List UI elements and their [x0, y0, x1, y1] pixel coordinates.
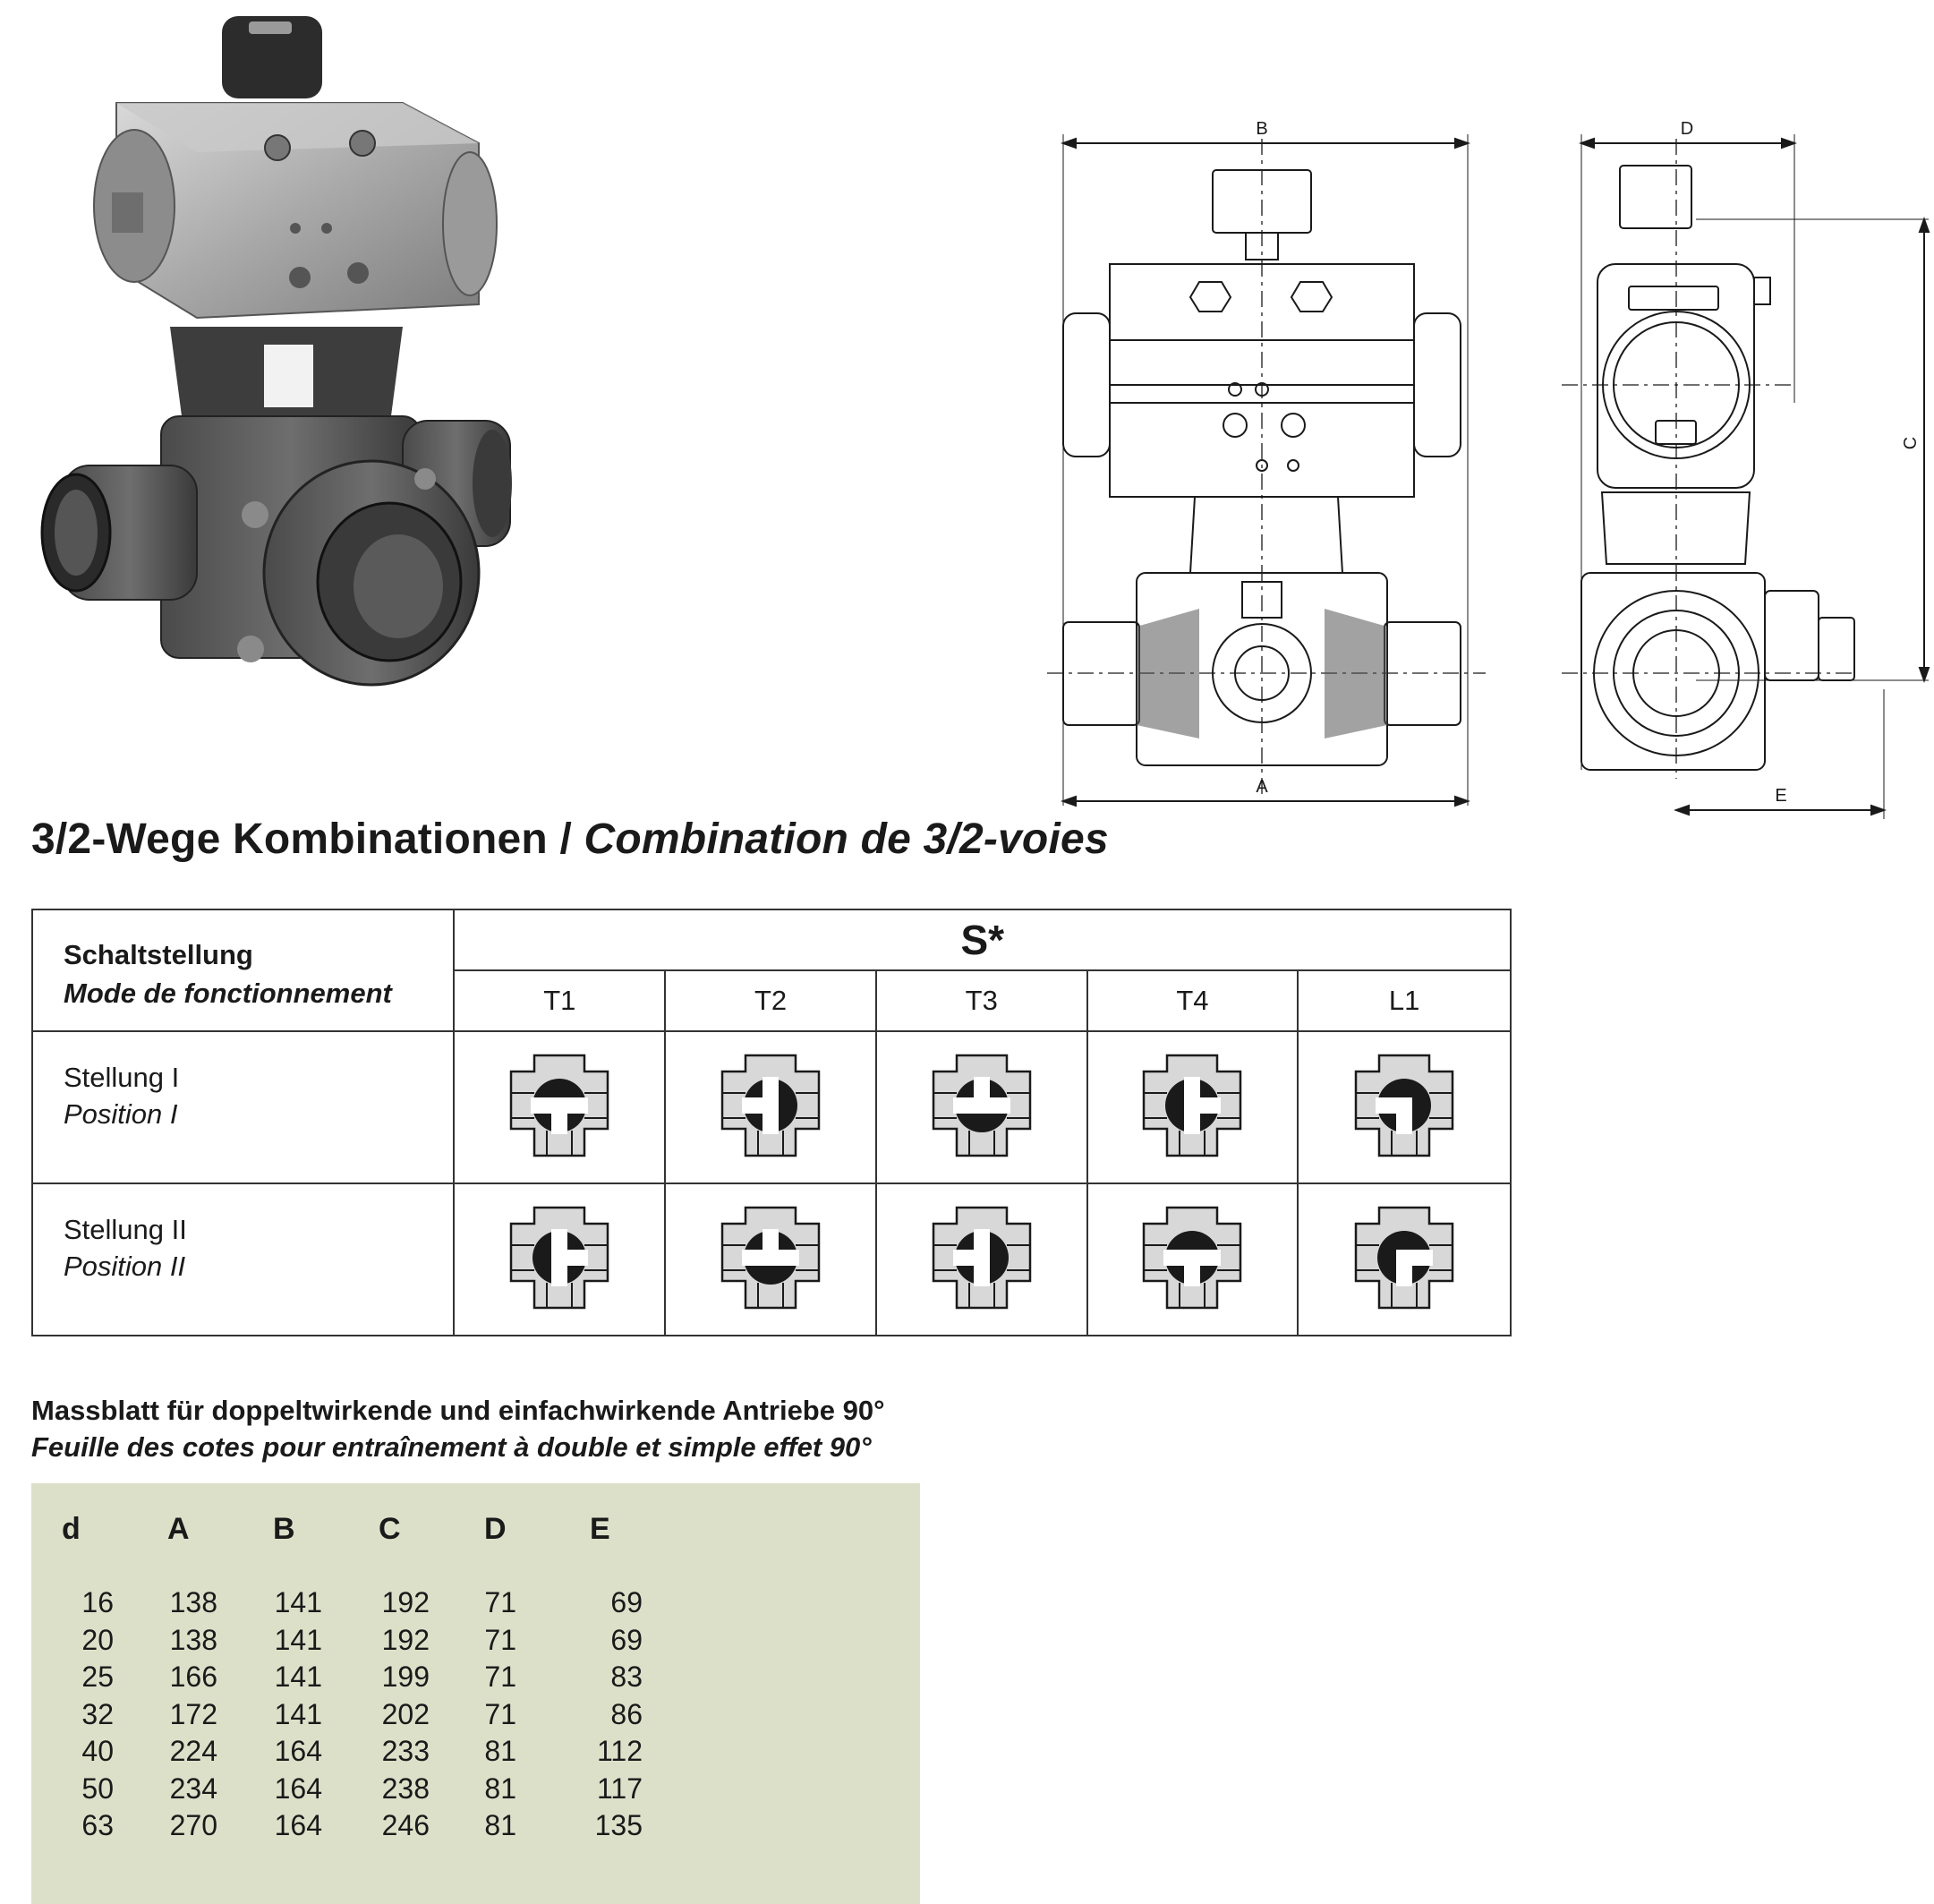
- table-cell: 164: [274, 1772, 322, 1805]
- valve-symbol-icon: [932, 1054, 1031, 1157]
- row-label-position-1: Stellung I Position I: [30, 1030, 456, 1184]
- dim-label-e: E: [1775, 786, 1786, 806]
- table-cell: 238: [381, 1772, 430, 1805]
- valve-symbol-icon: [1354, 1054, 1454, 1157]
- side-view-drawing: D C E: [1562, 119, 1930, 819]
- table-cell: 20: [81, 1623, 114, 1656]
- s-group-header: S*: [453, 909, 1512, 971]
- heading-de: Massblatt für doppeltwirkende und einfac…: [31, 1395, 885, 1426]
- table-cell: 141: [274, 1586, 322, 1618]
- page-title: 3/2-Wege Kombinationen / Combination de …: [31, 815, 1109, 864]
- table-cell: 69: [610, 1586, 643, 1618]
- table-cell: 40: [81, 1735, 114, 1767]
- header-fr: Mode de fonctionnement: [64, 978, 392, 1009]
- table-cell: 138: [169, 1586, 217, 1618]
- column-header: A: [167, 1512, 190, 1546]
- label-de: Stellung II: [64, 1214, 187, 1245]
- dim-label-a: A: [1256, 777, 1268, 797]
- table-cell: 192: [381, 1586, 430, 1618]
- valve-symbol-icon: [1143, 1206, 1242, 1309]
- label-fr: Position II: [64, 1251, 186, 1282]
- table-cell: 164: [274, 1809, 322, 1841]
- table-cell: 135: [594, 1809, 643, 1841]
- table-cell: 246: [381, 1809, 430, 1841]
- table-cell: 71: [484, 1661, 516, 1693]
- title-separator: /: [547, 815, 584, 863]
- valve-symbol-icon: [510, 1206, 609, 1309]
- table-cell: 32: [81, 1697, 114, 1730]
- table-cell: 164: [274, 1735, 322, 1767]
- table-cell: 117: [596, 1772, 643, 1805]
- column-header: d: [62, 1512, 81, 1546]
- table-cell: 199: [381, 1661, 430, 1693]
- switch-position-table: Schaltstellung Mode de fonctionnement S*…: [30, 909, 1512, 1336]
- table-cell: 234: [169, 1772, 217, 1805]
- table-row: Stellung II Position II: [30, 1183, 1512, 1336]
- table-row: Stellung I Position I: [30, 1030, 1512, 1184]
- front-view-drawing: B A: [1047, 119, 1486, 807]
- brand-stamp: [112, 192, 143, 233]
- code-t1: T1: [453, 969, 667, 1032]
- table-cell: 71: [484, 1623, 516, 1656]
- label-fr: Position I: [64, 1098, 178, 1130]
- valve-symbol-icon: [1143, 1054, 1242, 1157]
- table-cell: 71: [484, 1697, 516, 1730]
- dim-label-d: D: [1681, 119, 1693, 139]
- header-de: Schaltstellung: [64, 939, 253, 970]
- heading-fr: Feuille des cotes pour entraînement à do…: [31, 1431, 872, 1463]
- column-header: C: [379, 1512, 401, 1546]
- table-cell: 172: [169, 1697, 217, 1730]
- table-cell: 81: [484, 1735, 516, 1767]
- table-cell: 112: [596, 1735, 643, 1767]
- code-t3: T3: [874, 969, 1088, 1032]
- table-cell: 25: [81, 1661, 114, 1693]
- table-cell: 270: [169, 1809, 217, 1841]
- table-cell: 224: [169, 1735, 217, 1767]
- code-t2: T2: [664, 969, 877, 1032]
- title-fr: Combination de 3/2-voies: [584, 815, 1109, 863]
- label-de: Stellung I: [64, 1062, 180, 1093]
- table-cell: 16: [81, 1586, 114, 1618]
- valve-symbol-icon: [1354, 1206, 1454, 1309]
- table-cell: 63: [81, 1809, 114, 1841]
- switch-position-header: Schaltstellung Mode de fonctionnement: [30, 909, 456, 1032]
- dim-label-b: B: [1256, 119, 1267, 139]
- table-cell: 81: [484, 1772, 516, 1805]
- table-cell: 138: [169, 1623, 217, 1656]
- table-cell: 69: [610, 1623, 643, 1656]
- dimension-table: d A B C D E 16 138 141 192 71 69 20 138 141 192 71 69 25 16…: [31, 1483, 920, 1904]
- row-label-position-2: Stellung II Position II: [30, 1183, 456, 1336]
- table-cell: 71: [484, 1586, 516, 1618]
- valve-actuator-photo: [40, 16, 512, 687]
- valve-symbol-icon: [932, 1206, 1031, 1309]
- table-cell: 141: [274, 1697, 322, 1730]
- valve-symbol-icon: [720, 1206, 821, 1309]
- valve-symbol-icon: [720, 1054, 821, 1157]
- table-cell: 86: [610, 1697, 643, 1730]
- title-de: 3/2-Wege Kombinationen: [31, 815, 548, 863]
- table-cell: 81: [484, 1809, 516, 1841]
- table-cell: 192: [381, 1623, 430, 1656]
- dimension-sheet-heading: Massblatt für doppeltwirkende und einfac…: [31, 1392, 884, 1465]
- table-cell: 141: [274, 1623, 322, 1656]
- dim-label-c: C: [1901, 437, 1921, 449]
- table-cell: 83: [610, 1661, 643, 1693]
- column-header: B: [273, 1512, 295, 1546]
- code-t4: T4: [1086, 969, 1299, 1032]
- table-cell: 141: [274, 1661, 322, 1693]
- column-header: E: [590, 1512, 610, 1546]
- code-l1: L1: [1297, 969, 1512, 1032]
- table-cell: 233: [381, 1735, 430, 1767]
- column-header: D: [484, 1512, 507, 1546]
- table-cell: 166: [169, 1661, 217, 1693]
- table-cell: 50: [81, 1772, 114, 1805]
- valve-symbol-icon: [510, 1054, 609, 1157]
- table-cell: 202: [381, 1697, 430, 1730]
